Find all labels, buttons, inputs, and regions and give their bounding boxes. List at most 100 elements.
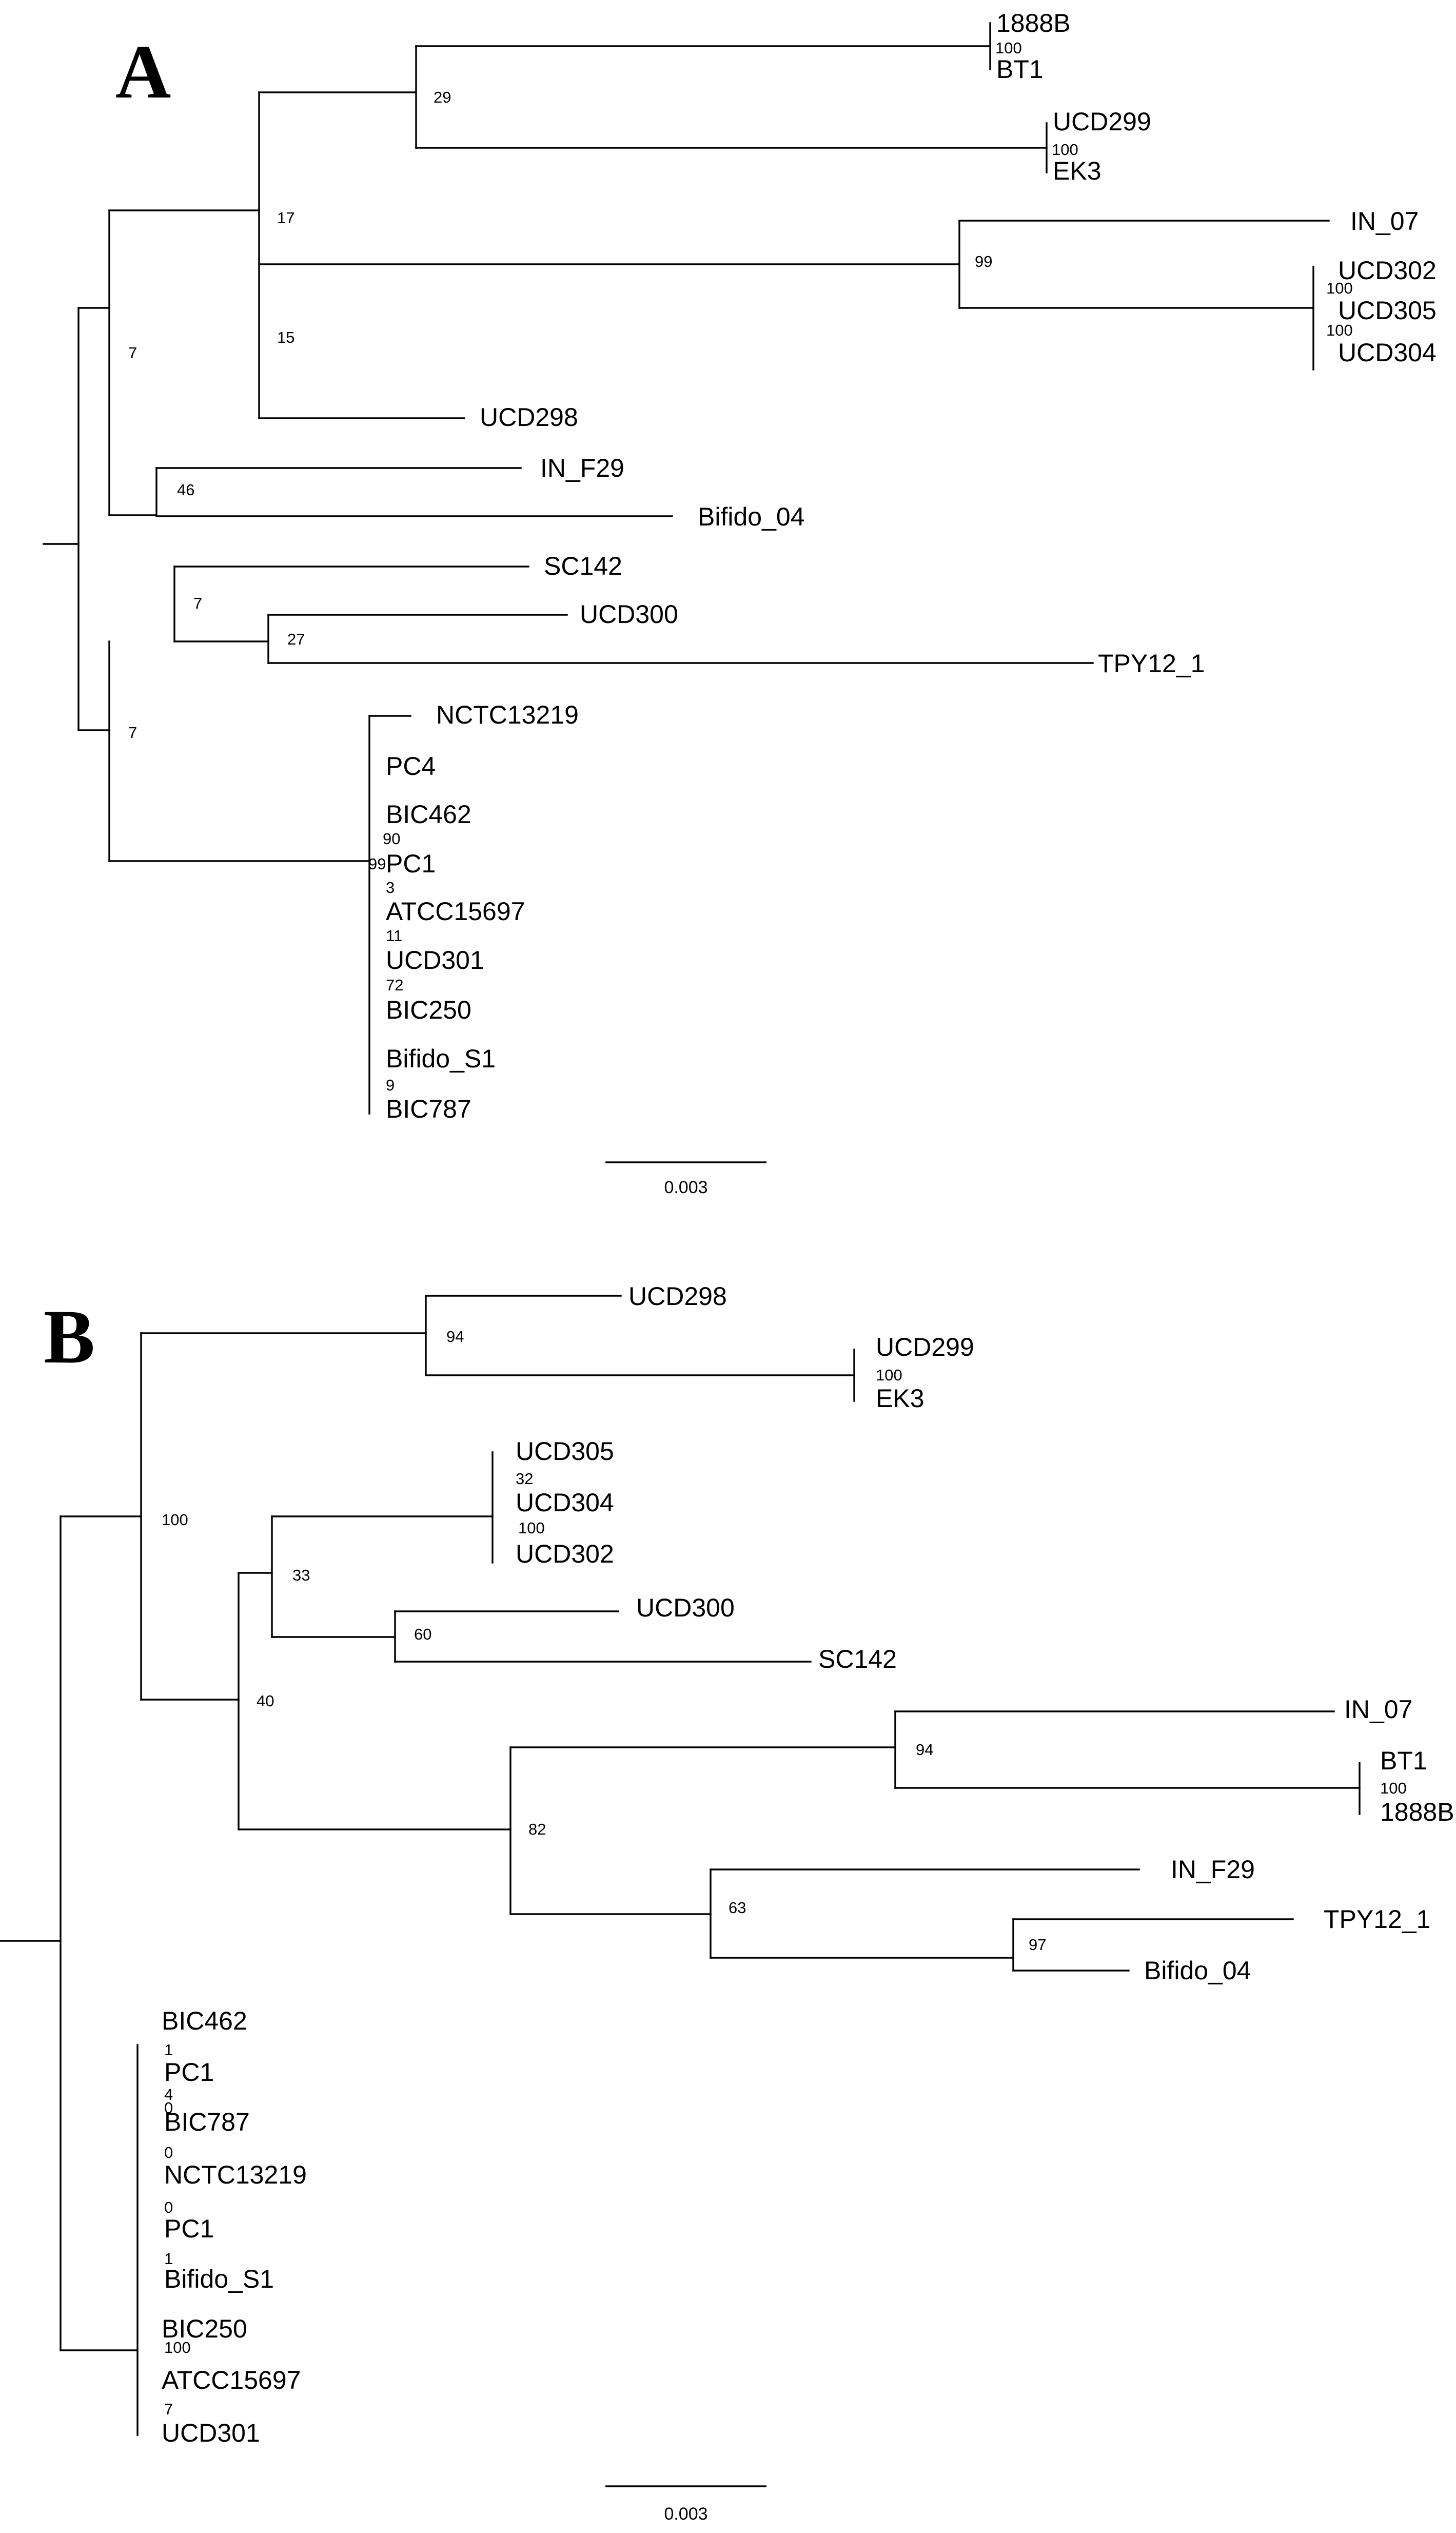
tip-label: SC142	[818, 1645, 897, 1673]
bootstrap-value: 7	[164, 2400, 173, 2418]
tip-label: UCD299	[1053, 107, 1151, 136]
bootstrap-value: 40	[257, 1692, 274, 1710]
tip-label: NCTC13219	[164, 2160, 307, 2189]
scale-bar-label: 0.003	[664, 1178, 707, 1197]
panel-b-letter: B	[44, 1294, 95, 1379]
panel-b-scale-bar: 0.003	[605, 2485, 766, 2524]
tip-label: UCD304	[1338, 338, 1437, 367]
tip-label: NCTC13219	[436, 700, 579, 729]
panel-a-branches	[43, 22, 1330, 1115]
panel-a-scale-bar: 0.003	[605, 1161, 766, 1197]
tip-label: UCD299	[876, 1333, 974, 1361]
bootstrap-value: 1	[164, 2041, 173, 2059]
tip-label: BIC787	[386, 1095, 471, 1123]
bootstrap-value: 4	[164, 2086, 173, 2103]
tip-label: 1888B	[996, 9, 1071, 37]
bootstrap-value: 46	[177, 481, 194, 499]
tip-label: Bifido_04	[1144, 1956, 1251, 1985]
bootstrap-value: 94	[446, 1328, 464, 1346]
bootstrap-value: 15	[277, 328, 294, 346]
bootstrap-value: 100	[876, 1366, 902, 1384]
tip-label: UCD302	[516, 1540, 614, 1568]
bootstrap-value: 3	[386, 879, 395, 897]
tip-label: Bifido_S1	[386, 1044, 496, 1073]
tip-label: PC1	[164, 2214, 214, 2243]
bootstrap-value: 97	[1029, 1936, 1046, 1954]
bootstrap-value: 1	[164, 2250, 173, 2268]
tip-label: UCD304	[516, 1488, 614, 1517]
bootstrap-value: 0	[164, 2144, 173, 2161]
tip-label: SC142	[544, 552, 622, 580]
panel-a-letter: A	[115, 29, 171, 114]
bootstrap-value: 82	[528, 1820, 546, 1838]
tip-label: ATCC15697	[386, 897, 525, 926]
tip-label: BIC462	[386, 800, 471, 829]
tip-label: UCD305	[516, 1437, 614, 1466]
bootstrap-value: 90	[383, 830, 400, 848]
tip-label: IN_07	[1344, 1695, 1412, 1724]
tip-label: IN_F29	[540, 454, 624, 482]
bootstrap-value: 11	[386, 927, 402, 945]
bootstrap-value: 99	[975, 252, 992, 270]
bootstrap-value: 32	[516, 1470, 533, 1488]
tip-label: IN_07	[1350, 207, 1419, 236]
tip-label: BT1	[996, 55, 1044, 84]
tip-label: BIC462	[162, 2006, 247, 2035]
bootstrap-value: 33	[292, 1566, 310, 1584]
tip-label: UCD302	[1338, 256, 1437, 285]
bootstrap-value: 100	[1326, 279, 1353, 297]
tip-label: TPY12_1	[1098, 649, 1205, 678]
tip-label: UCD301	[386, 946, 484, 975]
bootstrap-value: 100	[1326, 321, 1353, 339]
scale-bar-label: 0.003	[664, 2504, 707, 2524]
panel-b-bootstrap-values: 100 94 32 100 60 33 100 94 97 63 82 40 1…	[162, 1328, 1407, 2418]
bootstrap-value: 100	[518, 1519, 545, 1537]
panel-b-tip-labels: UCD298 UCD299 EK3 UCD305 UCD304 UCD302 U…	[162, 1282, 1454, 2447]
bootstrap-value: 9	[386, 1076, 395, 1094]
tip-label: PC4	[386, 752, 436, 781]
bootstrap-value: 72	[386, 976, 403, 994]
tip-label: BIC787	[164, 2108, 250, 2136]
tip-label: BIC250	[386, 996, 471, 1024]
bootstrap-value: 7	[193, 594, 202, 612]
bootstrap-value: 60	[414, 1625, 431, 1643]
tip-label: UCD298	[628, 1282, 727, 1311]
tip-label: UCD298	[480, 403, 578, 432]
bootstrap-value: 17	[277, 209, 294, 227]
bootstrap-value: 100	[1052, 141, 1078, 159]
panel-a-tree: A	[43, 9, 1437, 1197]
tip-label: PC1	[164, 2058, 214, 2087]
bootstrap-value: 7	[128, 344, 137, 362]
tip-label: UCD305	[1338, 296, 1437, 325]
bootstrap-value: 99	[368, 855, 386, 873]
panel-b-branches	[0, 1295, 1361, 2436]
panel-a-tip-labels: 1888B BT1 UCD299 EK3 IN_07 UCD302 UCD305…	[386, 9, 1437, 1123]
panel-a-bootstrap-values: 100 100 29 100 100 99 17 15 7 46 7 27 90…	[128, 39, 1353, 1094]
bootstrap-value: 0	[164, 2099, 173, 2117]
bootstrap-value: 27	[287, 630, 305, 648]
tip-label: UCD300	[636, 1593, 735, 1622]
bootstrap-value: 7	[128, 724, 137, 742]
bootstrap-value: 29	[434, 88, 451, 106]
tip-label: BT1	[1380, 1746, 1427, 1775]
tip-label: UCD301	[162, 2419, 260, 2447]
tip-label: EK3	[876, 1384, 924, 1413]
panel-b-tree: B	[0, 1282, 1454, 2524]
bootstrap-value: 100	[162, 1511, 188, 1529]
tip-label: Bifido_04	[698, 502, 805, 531]
tip-label: TPY12_1	[1324, 1905, 1430, 1934]
tip-label: EK3	[1053, 157, 1101, 185]
tip-label: BIC250	[162, 2314, 247, 2343]
bootstrap-value: 63	[729, 1899, 746, 1917]
bootstrap-value: 100	[1380, 1779, 1407, 1797]
tip-label: ATCC15697	[162, 2366, 301, 2394]
tip-label: PC1	[386, 849, 436, 878]
tip-label: 1888B	[1380, 1798, 1454, 1826]
tip-label: IN_F29	[1171, 1855, 1255, 1884]
bootstrap-value: 100	[995, 39, 1022, 57]
bootstrap-value: 0	[164, 2198, 173, 2216]
bootstrap-value: 94	[916, 1741, 933, 1759]
tip-label: Bifido_S1	[164, 2265, 274, 2293]
tip-label: UCD300	[580, 600, 678, 629]
